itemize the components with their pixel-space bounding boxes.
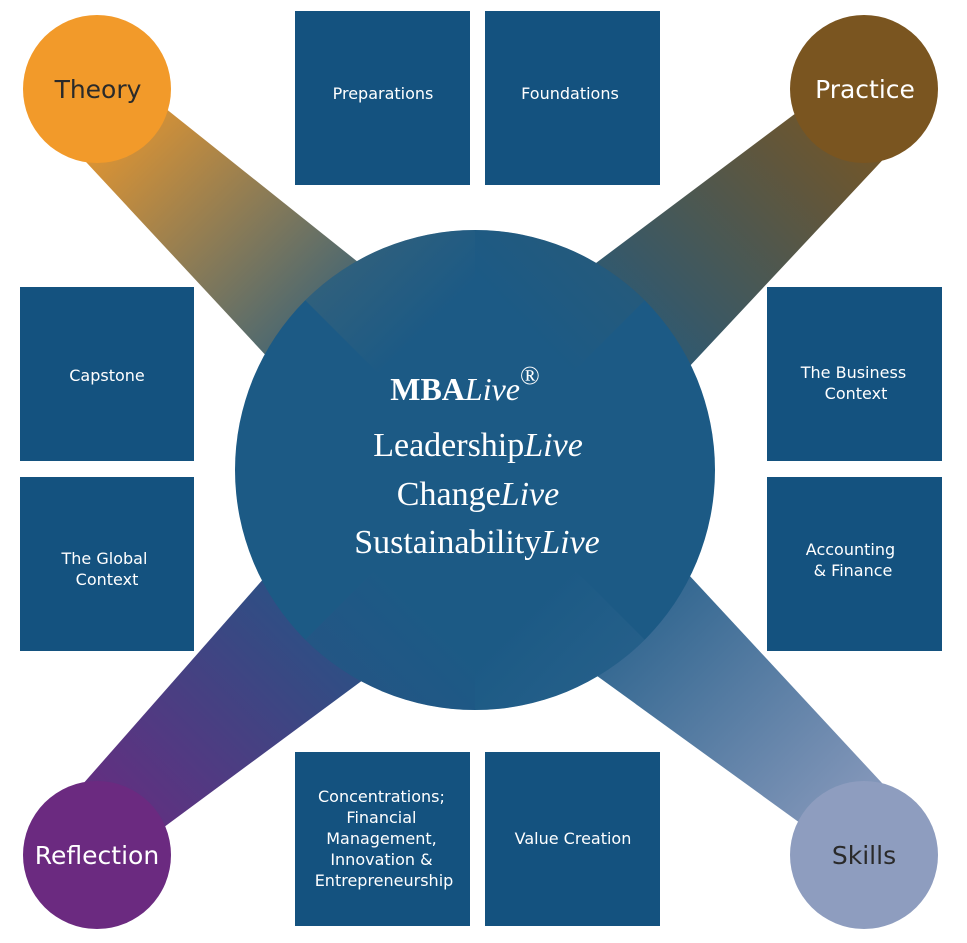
program-change: ChangeLive [397,476,559,513]
corner-theory: Theory [23,15,171,163]
corner-circle [23,781,171,929]
module-foundations: Foundations [485,11,660,185]
module-preparations: Preparations [295,11,470,185]
corner-skills: Skills [790,781,938,929]
module-label: The Global Context [61,549,153,589]
corner-label: Practice [815,75,915,104]
module-label: Accounting & Finance [806,540,900,580]
brand-main: MBA [390,371,465,407]
module-business-context: The Business Context [767,287,942,461]
module-label: The Business Context [800,363,912,403]
module-box [295,752,470,926]
program-sustainability: SustainabilityLive [354,524,600,561]
module-concentrations: Concentrations; Financial Management, In… [295,752,470,926]
corner-label: Skills [832,841,896,870]
skills-arm [575,560,907,836]
module-label: Value Creation [515,829,632,848]
corner-circle [790,15,938,163]
module-box [767,477,942,651]
module-box [20,477,194,651]
corner-label: Reflection [35,841,159,870]
corner-circle [790,781,938,929]
brand-title: MBALive® [390,361,540,407]
registered-mark: ® [520,361,540,390]
corner-practice: Practice [790,15,938,163]
module-box [485,11,660,185]
module-value-creation: Value Creation [485,752,660,926]
module-label: Capstone [69,366,145,385]
module-box [485,752,660,926]
module-label: Preparations [333,84,434,103]
module-accounting-finance: Accounting & Finance [767,477,942,651]
corner-circle [23,15,171,163]
module-label: Concentrations; Financial Management, In… [315,787,454,890]
module-capstone: Capstone [20,287,194,461]
corner-label: Theory [54,75,142,104]
corner-reflection: Reflection [23,781,171,929]
module-label: Foundations [521,84,619,103]
program-leadership: LeadershipLive [373,427,583,464]
module-global-context: The Global Context [20,477,194,651]
module-box [295,11,470,185]
brand-italic: Live [464,371,520,407]
module-box [20,287,194,461]
module-box [767,287,942,461]
